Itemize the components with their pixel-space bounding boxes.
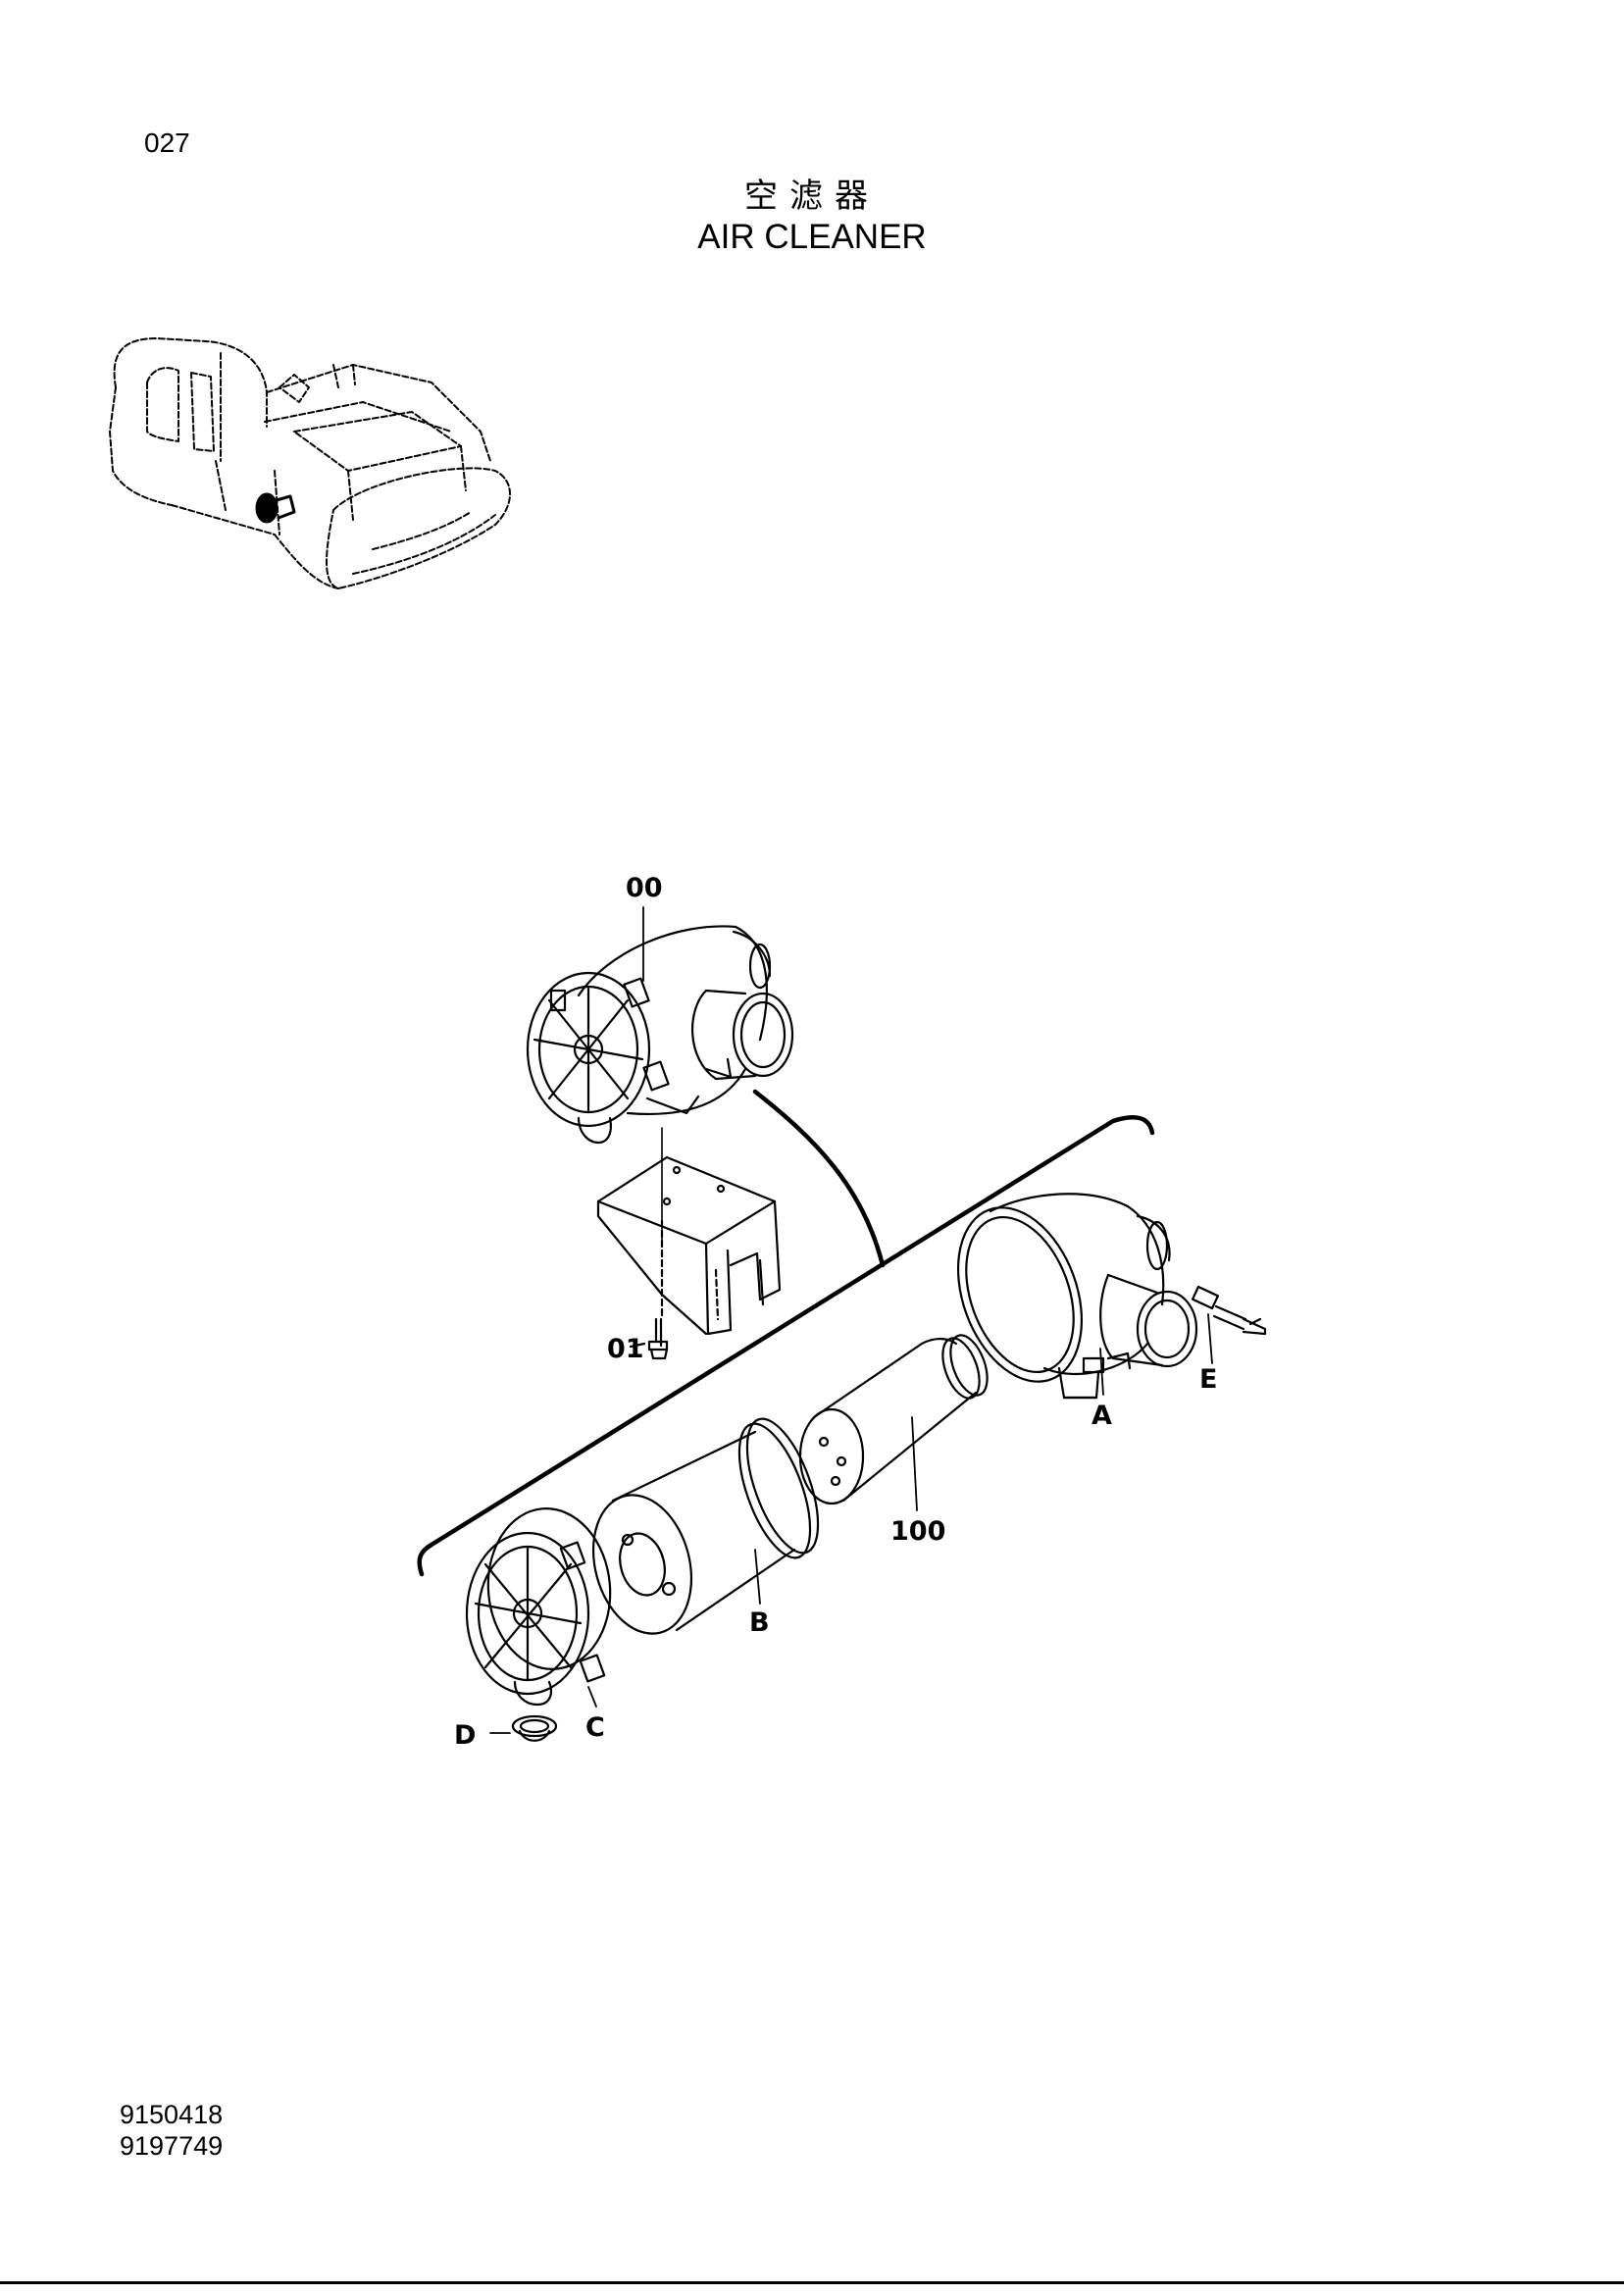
air-cleaner-location-marker xyxy=(255,492,296,524)
explode-connector-line xyxy=(752,1089,886,1268)
callout-100: 100 xyxy=(890,1516,945,1547)
page-title-chinese: 空滤器 xyxy=(744,177,880,216)
callout-b: B xyxy=(749,1607,770,1638)
bottom-rule xyxy=(0,2281,1624,2284)
document-number: 9150418 xyxy=(120,2100,224,2129)
callout-00: 00 xyxy=(626,873,663,903)
inner-filter-element xyxy=(798,1334,989,1505)
exploded-group-bracket xyxy=(417,1115,1155,1577)
page-number: 027 xyxy=(144,128,190,158)
page-title: AIR CLEANER xyxy=(697,218,927,256)
callout-e: E xyxy=(1199,1364,1217,1395)
dust-valve xyxy=(511,1714,558,1742)
end-cover xyxy=(465,1507,612,1707)
callout-leaders xyxy=(489,906,1213,1734)
bolt-01 xyxy=(629,1317,669,1360)
callout-a: A xyxy=(1091,1401,1112,1431)
restriction-sensor xyxy=(1191,1285,1267,1336)
callout-d: D xyxy=(454,1720,476,1751)
air-cleaner-assembly xyxy=(526,925,794,1145)
callout-01: 01 xyxy=(607,1334,644,1364)
document-numbers: 9150418 9197749 xyxy=(120,2099,223,2162)
mounting-bracket xyxy=(596,1155,782,1336)
document-number: 9197749 xyxy=(120,2131,224,2161)
outer-filter-element xyxy=(591,1417,820,1635)
housing-body xyxy=(956,1193,1198,1400)
excavator-locator-illustration xyxy=(109,337,511,589)
callout-c: C xyxy=(585,1712,605,1743)
